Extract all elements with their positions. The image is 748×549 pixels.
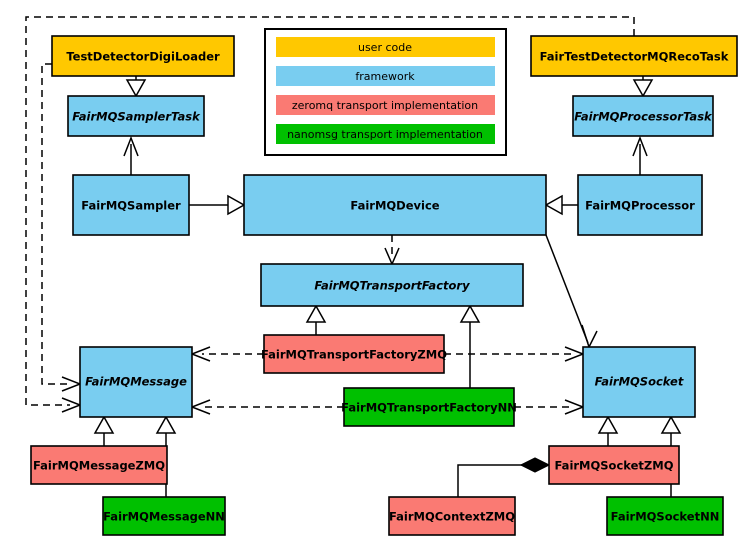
node-label-FairMQProcessorTask: FairMQProcessorTask <box>574 110 713 124</box>
legend-panel: user code framework zeromq transport imp… <box>264 28 507 156</box>
node-box-FairMQSocketNN[interactable] <box>606 496 724 536</box>
node-FairMQProcessor[interactable]: FairMQProcessor <box>577 174 703 236</box>
edge-digiloader-to-message <box>41 63 70 385</box>
node-FairMQSampler[interactable]: FairMQSampler <box>72 174 190 236</box>
arrowhead-messagezmq-message <box>93 415 115 434</box>
legend-swatch-zeromq <box>276 95 495 115</box>
arrowhead-socketnn-socket <box>660 415 682 434</box>
node-FairMQSocketNN[interactable]: FairMQSocketNN <box>606 496 724 536</box>
arrowhead-messagenn-message <box>155 415 177 434</box>
arrowhead-socketzmq-socket <box>597 415 619 434</box>
node-box-FairMQMessage[interactable] <box>79 346 193 418</box>
node-box-TestDetectorDigiLoader[interactable] <box>51 35 235 77</box>
edge-device-socket <box>545 234 589 344</box>
node-label-FairMQTransportFactory: FairMQTransportFactory <box>314 279 470 293</box>
node-FairMQMessageZMQ[interactable]: FairMQMessageZMQ <box>30 445 168 485</box>
node-FairTestDetectorMQRecoTask[interactable]: FairTestDetectorMQRecoTask <box>530 35 738 77</box>
node-label-FairMQContextZMQ: FairMQContextZMQ <box>389 510 515 524</box>
legend-label-user-code: user code <box>358 41 412 54</box>
legend-label-zeromq: zeromq transport implementation <box>292 99 478 112</box>
arrowhead-sampler-device <box>227 194 246 216</box>
legend-item-zeromq: zeromq transport implementation <box>276 95 495 115</box>
node-FairMQTransportFactoryZMQ[interactable]: FairMQTransportFactoryZMQ <box>261 334 447 374</box>
node-label-FairMQMessageNN: FairMQMessageNN <box>103 510 225 524</box>
node-label-FairMQSocketNN: FairMQSocketNN <box>611 510 720 524</box>
node-box-FairMQMessageZMQ[interactable] <box>30 445 168 485</box>
arrowhead-processor-device <box>544 194 563 216</box>
diamond-socketzmq-contextzmq <box>519 457 551 473</box>
node-FairMQMessageNN[interactable]: FairMQMessageNN <box>102 496 226 536</box>
arrowhead-tfnn-transportfactory <box>459 304 481 323</box>
node-box-FairMQTransportFactoryNN[interactable] <box>343 387 515 427</box>
legend-swatch-user-code <box>276 37 495 57</box>
edge-recotask-to-message <box>25 16 635 406</box>
node-FairMQProcessorTask[interactable]: FairMQProcessorTask <box>572 95 714 137</box>
node-label-FairMQMessageZMQ: FairMQMessageZMQ <box>33 459 165 473</box>
node-box-FairMQSocket[interactable] <box>582 346 696 418</box>
node-label-FairMQDevice: FairMQDevice <box>350 199 439 213</box>
node-TestDetectorDigiLoader[interactable]: TestDetectorDigiLoader <box>51 35 235 77</box>
arrowhead-tfzmq-transportfactory <box>305 304 327 323</box>
legend-item-framework: framework <box>276 66 495 86</box>
arrowhead-processor-processortask <box>632 135 648 157</box>
node-label-FairTestDetectorMQRecoTask: FairTestDetectorMQRecoTask <box>540 50 729 64</box>
node-box-FairMQDevice[interactable] <box>243 174 547 236</box>
legend-swatch-nanomsg <box>276 124 495 144</box>
node-box-FairMQTransportFactoryZMQ[interactable] <box>263 334 445 374</box>
node-box-FairMQSamplerTask[interactable] <box>67 95 205 137</box>
node-box-FairMQTransportFactory[interactable] <box>260 263 524 307</box>
node-box-FairTestDetectorMQRecoTask[interactable] <box>530 35 738 77</box>
legend-item-nanomsg: nanomsg transport implementation <box>276 124 495 144</box>
node-FairMQContextZMQ[interactable]: FairMQContextZMQ <box>388 496 516 536</box>
arrowhead-recotask-to-message <box>61 397 83 413</box>
legend-label-framework: framework <box>355 70 415 83</box>
node-label-FairMQTransportFactoryNN: FairMQTransportFactoryNN <box>341 401 517 415</box>
node-FairMQDevice[interactable]: FairMQDevice <box>243 174 547 236</box>
node-box-FairMQProcessor[interactable] <box>577 174 703 236</box>
node-box-FairMQSocketZMQ[interactable] <box>548 445 680 485</box>
node-label-FairMQSamplerTask: FairMQSamplerTask <box>72 110 201 124</box>
node-FairMQTransportFactoryNN[interactable]: FairMQTransportFactoryNN <box>341 387 517 427</box>
node-layer: TestDetectorDigiLoader FairTestDetectorM… <box>30 35 738 536</box>
legend-swatch-framework <box>276 66 495 86</box>
arrowhead-tfzmq-message <box>189 346 211 362</box>
legend-label-nanomsg: nanomsg transport implementation <box>287 128 483 141</box>
node-label-FairMQTransportFactoryZMQ: FairMQTransportFactoryZMQ <box>261 348 447 362</box>
legend-item-user-code: user code <box>276 37 495 57</box>
node-label-TestDetectorDigiLoader: TestDetectorDigiLoader <box>66 50 220 64</box>
node-label-FairMQSocketZMQ: FairMQSocketZMQ <box>555 459 674 473</box>
arrowhead-digiloader-samplertask <box>125 79 147 98</box>
arrowhead-recotask-processortask <box>632 79 654 98</box>
node-box-FairMQContextZMQ[interactable] <box>388 496 516 536</box>
node-box-FairMQSampler[interactable] <box>72 174 190 236</box>
node-label-FairMQMessage: FairMQMessage <box>85 375 187 389</box>
node-label-FairMQProcessor: FairMQProcessor <box>585 199 695 213</box>
arrowhead-sampler-samplertask <box>123 135 139 157</box>
node-box-FairMQProcessorTask[interactable] <box>572 95 714 137</box>
node-FairMQTransportFactory[interactable]: FairMQTransportFactory <box>260 263 524 307</box>
node-FairMQSamplerTask[interactable]: FairMQSamplerTask <box>67 95 205 137</box>
node-FairMQSocketZMQ[interactable]: FairMQSocketZMQ <box>548 445 680 485</box>
node-FairMQSocket[interactable]: FairMQSocket <box>582 346 696 418</box>
node-box-FairMQMessageNN[interactable] <box>102 496 226 536</box>
edge-socketzmq-contextzmq <box>457 464 535 497</box>
node-label-FairMQSocket: FairMQSocket <box>595 375 684 389</box>
node-label-FairMQSampler: FairMQSampler <box>81 199 181 213</box>
node-FairMQMessage[interactable]: FairMQMessage <box>79 346 193 418</box>
arrowhead-device-socket <box>581 324 598 349</box>
